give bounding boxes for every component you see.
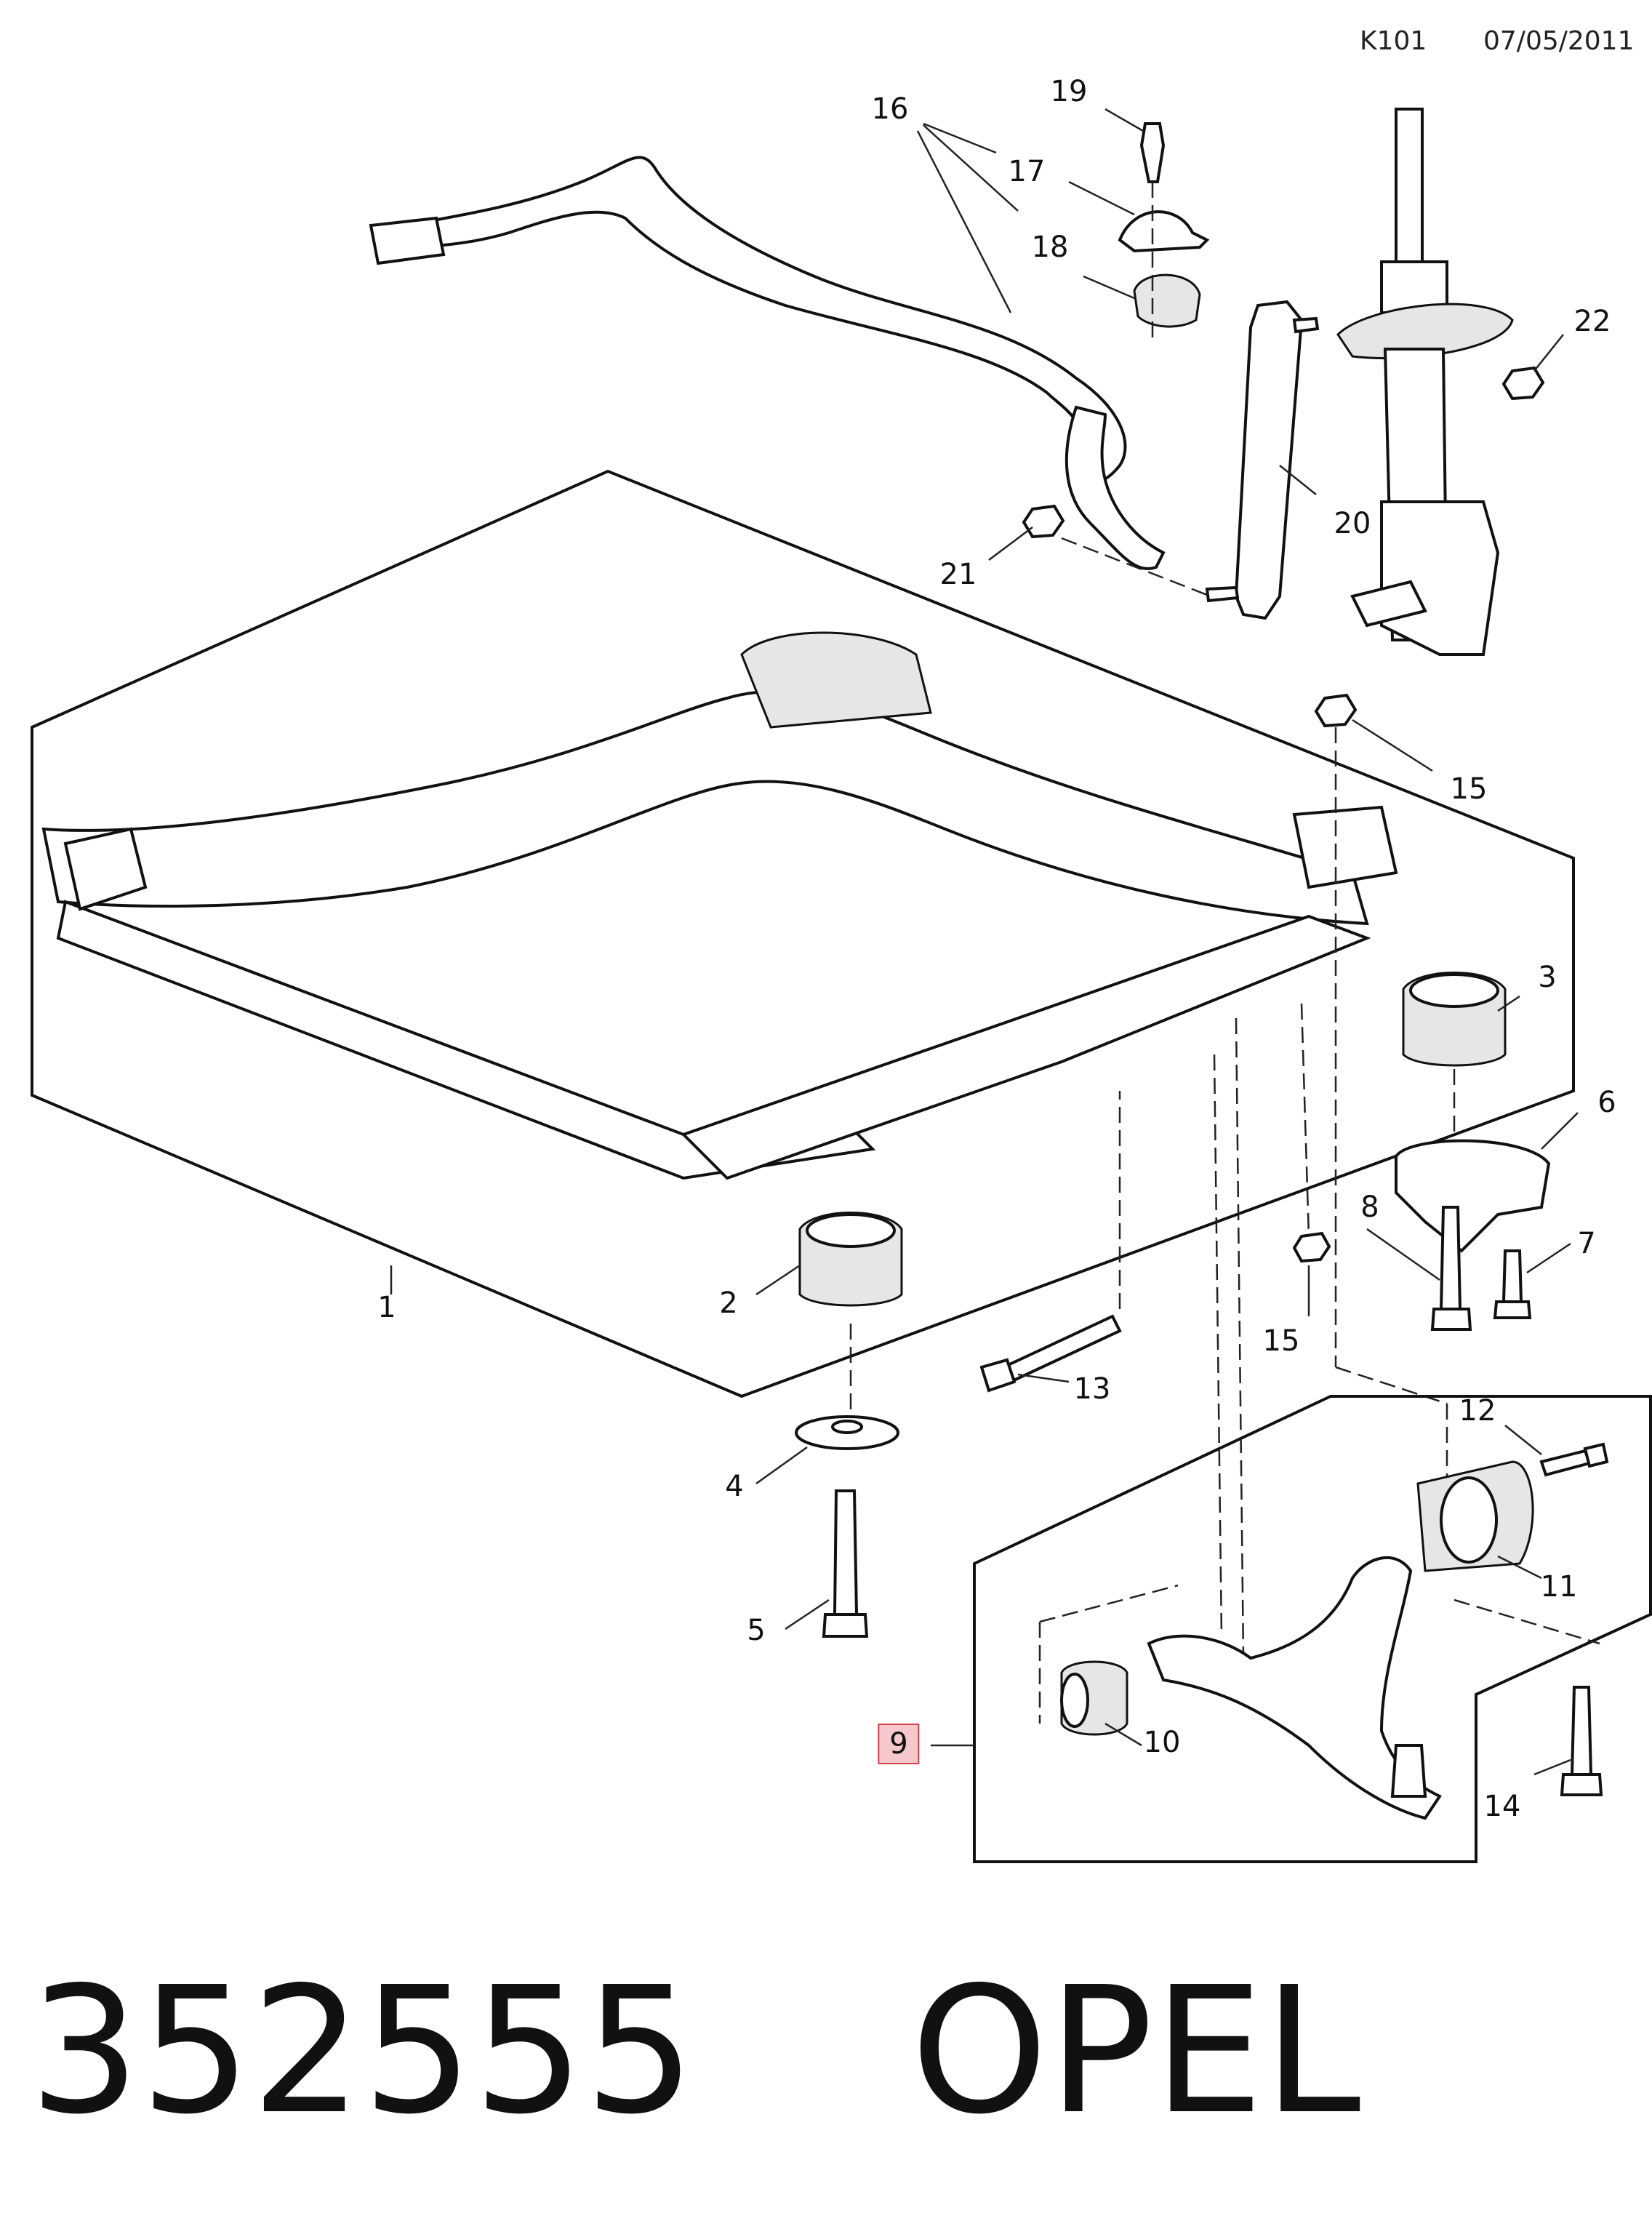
link-lower-axis	[1061, 537, 1208, 596]
guide-arm-front	[1213, 1054, 1223, 1637]
stabilizer-bar-end	[369, 216, 446, 265]
bolt-12-head	[1583, 1442, 1609, 1468]
bolt-12	[1539, 1449, 1592, 1477]
bracket-6	[1395, 1139, 1551, 1253]
subframe-crossmember	[41, 689, 1369, 926]
subframe-side-rail-left	[63, 827, 148, 911]
bolt-5-head	[822, 1613, 869, 1638]
bolt-13-head	[979, 1358, 1017, 1393]
bolt-8	[1439, 1206, 1462, 1310]
callout-14[interactable]: 14	[1483, 1790, 1521, 1823]
footer-caption: 352555 OPEL	[29, 1964, 1360, 2138]
bolt-5	[833, 1489, 859, 1616]
subframe-tower	[740, 631, 932, 729]
callout-6[interactable]: 6	[1597, 1086, 1616, 1119]
callout-1[interactable]: 1	[377, 1291, 396, 1324]
callout-9[interactable]: 9	[878, 1724, 920, 1764]
subframe-side-rail-right	[1292, 805, 1398, 889]
part-number: 352555	[29, 1949, 696, 2153]
callout-2[interactable]: 2	[719, 1286, 738, 1320]
bolt-7-head	[1493, 1300, 1532, 1319]
callout-11[interactable]: 11	[1540, 1570, 1578, 1604]
bolt-7	[1501, 1249, 1523, 1303]
bolt-14	[1570, 1686, 1593, 1776]
bushing-10-face	[1060, 1673, 1089, 1728]
ball-joint	[1390, 1744, 1427, 1798]
callout-15-lower[interactable]: 15	[1262, 1324, 1300, 1358]
subframe-group-outline	[31, 469, 1575, 1398]
diagram-date: 07/05/2011	[1483, 26, 1635, 56]
bolt-8-head	[1430, 1308, 1472, 1331]
bracket-clamp	[1118, 210, 1210, 253]
callout-7[interactable]: 7	[1577, 1227, 1596, 1260]
strut-knuckle-bracket	[1380, 500, 1500, 656]
bushing-2-top	[806, 1213, 896, 1248]
link-lower-stud	[1205, 585, 1240, 603]
callout-4[interactable]: 4	[725, 1470, 744, 1503]
callout-10[interactable]: 10	[1143, 1726, 1181, 1759]
guide-arm-mid	[1235, 1017, 1245, 1659]
callout-21[interactable]: 21	[939, 558, 977, 591]
callout-16[interactable]: 16	[871, 92, 909, 126]
subframe-rear-rail	[681, 914, 1371, 1180]
callout-15-upper[interactable]: 15	[1450, 772, 1488, 806]
callout-20[interactable]: 20	[1334, 507, 1371, 540]
leader-20	[1279, 465, 1317, 495]
leader-3	[1497, 995, 1520, 1012]
leader-11	[1497, 1555, 1542, 1580]
leader-22	[1533, 334, 1564, 372]
leader-17	[1068, 180, 1135, 216]
leader-8	[1366, 1228, 1440, 1281]
leader-16c	[916, 130, 1012, 313]
leader-16a	[923, 122, 997, 154]
control-arm-group-outline	[973, 1395, 1652, 1863]
leader-12	[1504, 1425, 1542, 1455]
bushing-11-face	[1440, 1476, 1498, 1564]
callout-3[interactable]: 3	[1538, 961, 1557, 994]
callout-22[interactable]: 22	[1573, 305, 1611, 338]
leader-16b	[923, 124, 1019, 212]
callout-17[interactable]: 17	[1008, 155, 1046, 188]
nut-15-upper	[1314, 693, 1358, 728]
callout-12[interactable]: 12	[1459, 1394, 1496, 1428]
leader-19	[1104, 108, 1144, 132]
callout-19[interactable]: 19	[1050, 75, 1088, 108]
guide-15-lower	[1300, 1003, 1310, 1237]
callout-18[interactable]: 18	[1031, 231, 1069, 264]
bushing-11-axis	[1453, 1598, 1600, 1645]
lower-control-arm	[1147, 1556, 1442, 1820]
leader-10	[1104, 1722, 1142, 1747]
stabilizer-bar-leg	[1064, 405, 1166, 570]
leader-4	[755, 1446, 808, 1485]
stabilizer-link	[1234, 300, 1304, 620]
diagram-code: K101	[1360, 26, 1427, 56]
bolt-19	[1139, 122, 1166, 183]
bushing-3-top	[1409, 973, 1499, 1008]
leader-6	[1541, 1112, 1579, 1150]
nut-21	[1022, 504, 1065, 539]
stabilizer-bushing	[1133, 273, 1201, 328]
leader-15a	[1352, 719, 1433, 772]
washer-4-hole	[831, 1420, 863, 1434]
strut-tab	[1350, 580, 1427, 628]
callout-5[interactable]: 5	[747, 1614, 766, 1647]
nut-22	[1501, 366, 1545, 401]
callout-13[interactable]: 13	[1073, 1372, 1111, 1406]
leader-21	[988, 527, 1033, 561]
bushing-10-axis-h	[1039, 1584, 1179, 1623]
leader-2	[755, 1264, 801, 1296]
leader-18	[1083, 275, 1135, 300]
leader-13	[1017, 1373, 1070, 1383]
leader-14	[1533, 1758, 1571, 1776]
nut-15-upper-axis-h	[1335, 1366, 1448, 1405]
brand-name: OPEL	[910, 1949, 1361, 2153]
leader-7	[1526, 1242, 1571, 1274]
nut-15-lower	[1292, 1231, 1331, 1263]
leader-5	[785, 1598, 830, 1630]
strut-rod	[1395, 108, 1424, 271]
link-upper-stud	[1292, 316, 1320, 334]
callout-8[interactable]: 8	[1360, 1190, 1379, 1224]
bolt-14-head	[1560, 1773, 1603, 1796]
